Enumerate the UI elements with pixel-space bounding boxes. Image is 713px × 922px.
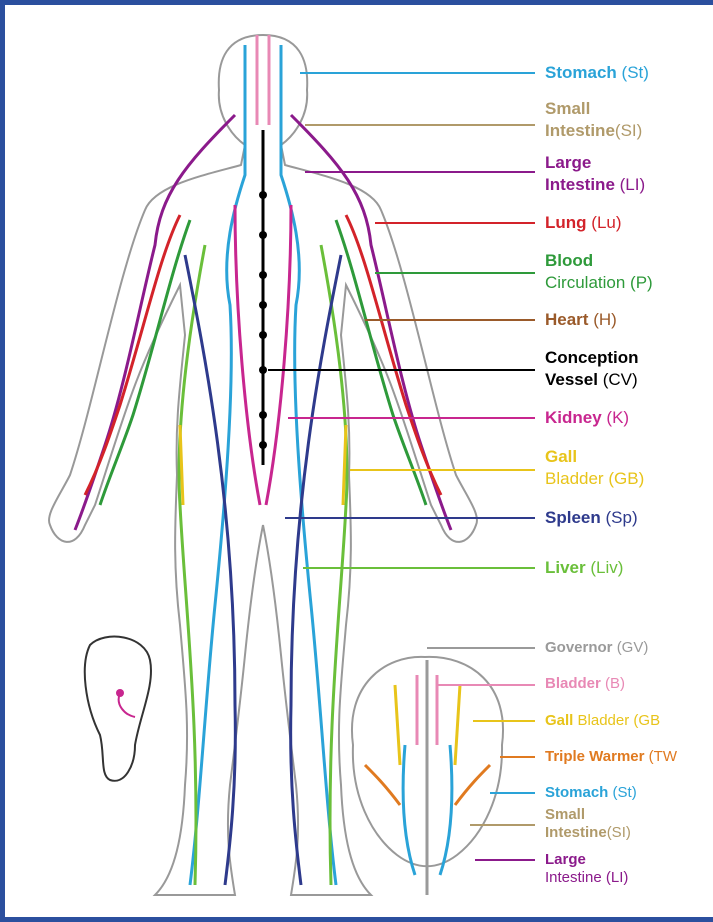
label-large-intestine: Large Intestine (LI): [545, 152, 645, 196]
label-blood-circulation-name2: Circulation: [545, 273, 625, 292]
label-liver: Liver (Liv): [545, 557, 623, 579]
label-governor-abbr: (GV): [617, 639, 649, 656]
label-stomach-name: Stomach: [545, 63, 617, 82]
label-gall-bladder-name2: Bladder: [545, 469, 604, 488]
label-small-intestine-head-name2: Intestine: [545, 824, 607, 841]
label-gall-bladder: Gall Bladder (GB): [545, 446, 644, 490]
label-large-intestine-head-abbr: (LI): [606, 869, 629, 886]
label-blood-circulation: Blood Circulation (P): [545, 250, 653, 294]
label-heart-name: Heart: [545, 310, 588, 329]
label-gall-bladder-head-name: Gall: [545, 712, 573, 729]
foot-diagram: [85, 637, 151, 781]
label-large-intestine-name: Large: [545, 153, 591, 172]
label-gall-bladder-name: Gall: [545, 447, 577, 466]
label-spleen-abbr: (Sp): [605, 508, 637, 527]
label-small-intestine-head-name: Small: [545, 806, 585, 823]
label-small-intestine-abbr: (SI): [615, 121, 642, 140]
body-pointers: [268, 73, 535, 568]
label-kidney-abbr: (K): [606, 408, 629, 427]
label-stomach-head-abbr: (St): [613, 784, 637, 801]
label-conception-vessel-name2: Vessel: [545, 370, 598, 389]
label-large-intestine-abbr: (LI): [620, 175, 646, 194]
label-bladder: Bladder (B): [545, 675, 625, 693]
label-conception-vessel-abbr: (CV): [603, 370, 638, 389]
label-spleen: Spleen (Sp): [545, 507, 638, 529]
label-blood-circulation-name: Blood: [545, 251, 593, 270]
label-lung: Lung (Lu): [545, 212, 622, 234]
label-triple-warmer-abbr: (TW: [649, 748, 677, 765]
label-spleen-name: Spleen: [545, 508, 601, 527]
label-bladder-abbr: (B): [605, 675, 625, 692]
label-stomach-head-name: Stomach: [545, 784, 608, 801]
label-large-intestine-head: Large Intestine (LI): [545, 851, 628, 887]
label-gall-bladder-abbr: (GB): [608, 469, 644, 488]
label-lung-name: Lung: [545, 213, 587, 232]
label-large-intestine-head-name2: Intestine: [545, 869, 602, 886]
label-gall-bladder-head: Gall Bladder (GB: [545, 712, 660, 730]
label-kidney: Kidney (K): [545, 407, 629, 429]
label-large-intestine-name2: Intestine: [545, 175, 615, 194]
label-blood-circulation-abbr: (P): [630, 273, 653, 292]
label-small-intestine-head-abbr: (SI): [607, 824, 631, 841]
label-kidney-name: Kidney: [545, 408, 602, 427]
label-heart: Heart (H): [545, 309, 617, 331]
label-lung-abbr: (Lu): [591, 213, 621, 232]
label-gall-bladder-head-abbr: (GB: [633, 712, 660, 729]
label-liver-name: Liver: [545, 558, 586, 577]
label-large-intestine-head-name: Large: [545, 851, 586, 868]
label-governor: Governor (GV): [545, 639, 648, 657]
label-triple-warmer-name: Triple Warmer: [545, 748, 644, 765]
label-small-intestine: Small Intestine(SI): [545, 98, 642, 142]
label-bladder-name: Bladder: [545, 675, 601, 692]
label-heart-abbr: (H): [593, 310, 617, 329]
label-gall-bladder-head-name2: Bladder: [578, 712, 630, 729]
label-conception-vessel: Conception Vessel (CV): [545, 347, 639, 391]
label-liver-abbr: (Liv): [590, 558, 623, 577]
label-small-intestine-name2: Intestine: [545, 121, 615, 140]
label-stomach-head: Stomach (St): [545, 784, 637, 802]
label-conception-vessel-name: Conception: [545, 348, 639, 367]
label-stomach: Stomach (St): [545, 62, 649, 84]
meridian-lines: [75, 35, 451, 885]
label-stomach-abbr: (St): [622, 63, 649, 82]
label-triple-warmer: Triple Warmer (TW: [545, 748, 677, 766]
label-small-intestine-name: Small: [545, 99, 590, 118]
label-governor-name: Governor: [545, 639, 613, 656]
label-small-intestine-head: Small Intestine(SI): [545, 806, 631, 842]
